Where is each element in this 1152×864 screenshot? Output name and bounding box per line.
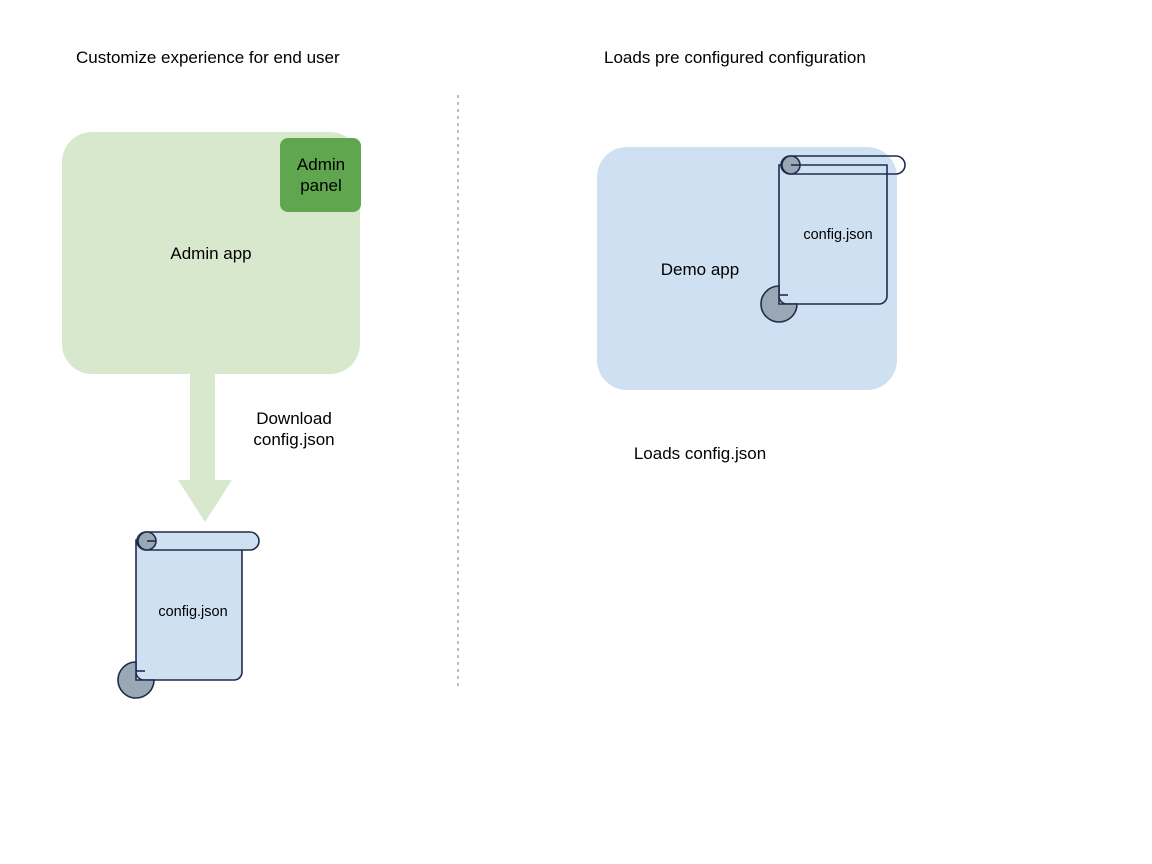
config-json-label-left: config.json [158, 604, 228, 620]
left-column-title: Customize experience for end user [76, 48, 340, 67]
config-json-document-left[interactable] [117, 531, 260, 699]
right-column-title: Loads pre configured configuration [604, 48, 866, 67]
loads-config-caption: Loads config.json [633, 444, 767, 463]
admin-panel-label-line1: Admin [296, 155, 346, 174]
scroll-roll-bottom-left-icon [117, 661, 155, 699]
download-arrow-label-line2: config.json [253, 429, 335, 449]
demo-app-label: Demo app [660, 260, 740, 279]
download-arrow-label-line1: Download [256, 409, 332, 428]
config-json-document-right[interactable] [760, 155, 906, 323]
admin-panel-box[interactable] [280, 138, 361, 212]
config-json-label-right: config.json [803, 227, 873, 243]
admin-app-label: Admin app [170, 244, 252, 263]
admin-panel-label-line2: panel [300, 175, 342, 195]
download-arrow [178, 370, 232, 522]
demo-app-box[interactable] [597, 147, 897, 390]
scroll-roll-bottom-left-icon [760, 285, 798, 323]
